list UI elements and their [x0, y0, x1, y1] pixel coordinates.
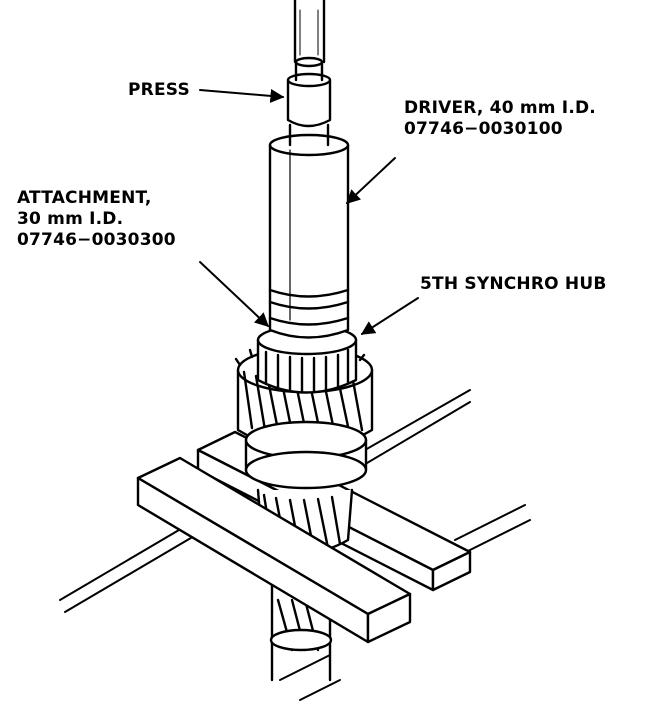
wooden-block-front	[136, 456, 412, 644]
attachment-label-line3: 07746−0030300	[17, 230, 176, 250]
driver-label-line1: DRIVER, 40 mm I.D.	[404, 98, 596, 118]
synchro-hub-arrow	[360, 297, 419, 335]
press-label-text: PRESS	[128, 80, 190, 100]
attachment-label-line2: 30 mm I.D.	[17, 209, 124, 229]
synchro-hub-label-text: 5TH SYNCHRO HUB	[420, 274, 607, 294]
press-ram	[286, 0, 332, 147]
attachment-label-line1: ATTACHMENT,	[17, 188, 152, 208]
press-arrow	[199, 88, 285, 103]
driver-label: DRIVER, 40 mm I.D. 07746−0030100	[404, 98, 596, 140]
press-label: PRESS	[128, 80, 190, 101]
driver-tool	[268, 133, 350, 339]
synchro-hub-label: 5TH SYNCHRO HUB	[420, 274, 607, 295]
leader-lines	[199, 88, 419, 335]
attachment-arrow	[199, 261, 270, 327]
attachment-label: ATTACHMENT, 30 mm I.D. 07746−0030300	[17, 188, 176, 251]
driver-label-line2: 07746−0030100	[404, 119, 563, 139]
driver-arrow	[345, 157, 396, 204]
